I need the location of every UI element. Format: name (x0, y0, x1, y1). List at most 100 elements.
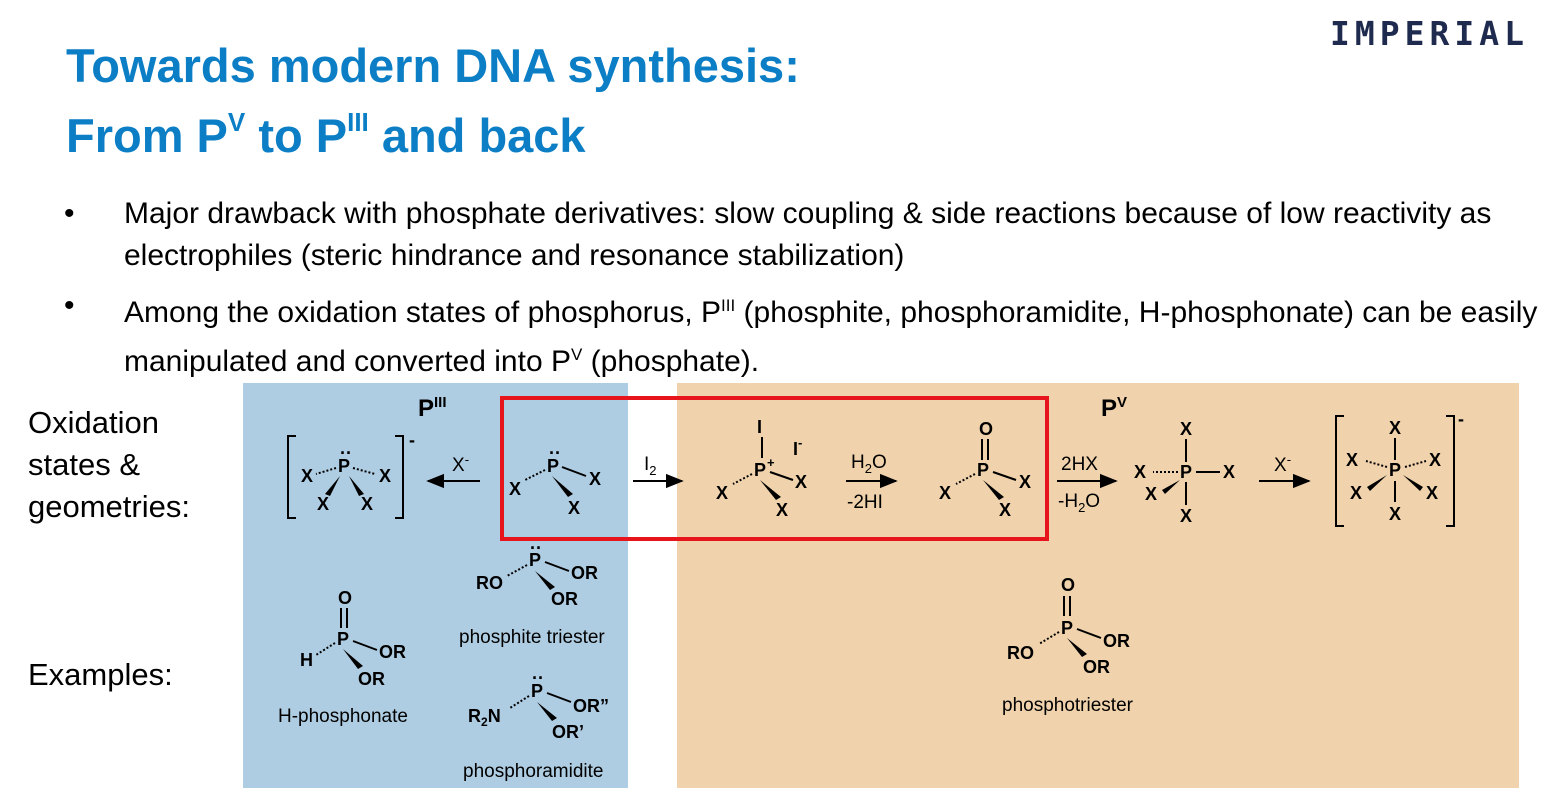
atom-x: X (568, 498, 580, 518)
atom-x: X (999, 500, 1011, 520)
lone-pair: ·· (530, 538, 542, 558)
bullet-item: • Major drawback with phosphate derivati… (62, 193, 1542, 277)
oxidation-states-label: Oxidation states & geometries: (28, 405, 190, 524)
single-bond (546, 692, 572, 703)
atom-p: P (338, 456, 350, 476)
wedge-bond (760, 480, 781, 500)
wedge-bond (1403, 475, 1423, 491)
atom-x: X (716, 483, 728, 503)
atom-x: X (301, 466, 313, 486)
title-line-1: Towards modern DNA synthesis: (66, 39, 800, 92)
bracket-left (287, 435, 296, 519)
bullet-dot: • (64, 289, 75, 322)
hash-bond (524, 469, 546, 481)
reagent-x-minus: X- (452, 452, 469, 476)
lone-pair: ·· (340, 443, 352, 463)
single-bond (352, 640, 378, 651)
atom-x: X (1019, 472, 1031, 492)
lone-pair: ·· (549, 443, 561, 463)
bullet-dot: • (64, 197, 75, 230)
hash-bond (1365, 460, 1388, 468)
atom-x: X (939, 483, 951, 503)
atom-x: X (1223, 462, 1235, 482)
label-phosphoramidite: phosphoramidite (463, 761, 603, 782)
substituent-r2n: R2N (468, 706, 501, 729)
hash-bond (1404, 460, 1427, 468)
atom-x: X (317, 494, 329, 514)
atom-p: P (754, 460, 766, 480)
example-h-phosphonate: O P H OR OR (300, 588, 406, 689)
hash-bond (732, 473, 753, 485)
pv-region (677, 383, 1519, 788)
reagent-x-minus: X- (1274, 452, 1291, 476)
atom-p: P (977, 460, 989, 480)
structure-phosphoryl: O P X X X (939, 419, 1031, 520)
label-phosphite-triester: phosphite triester (459, 627, 605, 648)
atom-x: X (1389, 418, 1401, 438)
single-bond (561, 466, 587, 477)
hash-bond (506, 564, 528, 577)
hash-bond (315, 467, 337, 475)
reagent-i2: I2 (644, 454, 657, 478)
single-bond (1076, 628, 1102, 639)
substituent-or: OR (551, 589, 578, 609)
charge-plus: + (767, 455, 775, 470)
hash-bond (509, 695, 530, 709)
bullet-item: • Among the oxidation states of phosphor… (62, 285, 1542, 383)
atom-x: X (1346, 450, 1358, 470)
atom-x: X (1180, 419, 1192, 439)
wedge-bond (535, 571, 555, 590)
atom-x: X (589, 469, 601, 489)
atom-h: H (300, 650, 313, 670)
bullet-text: Major drawback with phosphate derivative… (124, 197, 1492, 272)
atom-p: P (337, 629, 349, 649)
bracket-left (1335, 415, 1344, 527)
bracket-right (1446, 415, 1455, 527)
bullet-text: Among the oxidation states of phosphorus… (124, 296, 1538, 378)
atom-x: X (1389, 504, 1401, 524)
atom-p: P (1061, 618, 1073, 638)
byproduct-2hi: -2HI (847, 492, 883, 513)
structure-px6-anion: - X P X X X X X (1335, 409, 1464, 527)
atom-o: O (338, 588, 352, 608)
bullet-list: • Major drawback with phosphate derivati… (62, 193, 1542, 391)
atom-p: P (1180, 462, 1192, 482)
wedge-bond (537, 702, 557, 721)
atom-p: P (531, 681, 543, 701)
substituent-or: OR (1083, 657, 1110, 677)
atom-p: P (529, 550, 541, 570)
atom-x: X (1145, 484, 1157, 504)
examples-label: Examples: (28, 657, 173, 692)
substituent-or-prime: OR’ (552, 722, 584, 742)
wedge-bond (983, 480, 1004, 500)
label-phosphotriester: phosphotriester (1002, 695, 1134, 716)
atom-p: P (547, 456, 559, 476)
piii-region (243, 383, 628, 788)
reagent-2hx: 2HX (1061, 454, 1098, 475)
wedge-bond (349, 476, 364, 496)
single-bond (544, 561, 570, 572)
highlight-box (500, 396, 1049, 541)
atom-i: I (757, 417, 762, 437)
substituent-or: OR (358, 669, 385, 689)
substituent-or: OR (1103, 631, 1130, 651)
atom-o: O (1061, 575, 1075, 595)
atom-p: P (1389, 460, 1401, 480)
bracket-right (395, 435, 404, 519)
wedge-bond (552, 476, 573, 497)
wedge-bond (1067, 638, 1087, 657)
slide-title: Towards modern DNA synthesis: From PV to… (66, 36, 800, 166)
example-phosphoramidite: ·· P R2N OR” OR’ (468, 668, 609, 742)
lone-pair: ·· (532, 668, 544, 688)
atom-x: X (1134, 462, 1146, 482)
atom-x: X (1426, 483, 1438, 503)
single-bond (992, 471, 1017, 481)
atom-x: X (1429, 450, 1441, 470)
atom-x: X (361, 494, 373, 514)
atom-x: X (379, 466, 391, 486)
iodide-counterion: I- (793, 435, 802, 459)
structure-px3: ·· P X X X (509, 443, 601, 518)
atom-x: X (1180, 506, 1192, 526)
substituent-ro: RO (476, 573, 503, 593)
hash-bond (352, 467, 376, 475)
